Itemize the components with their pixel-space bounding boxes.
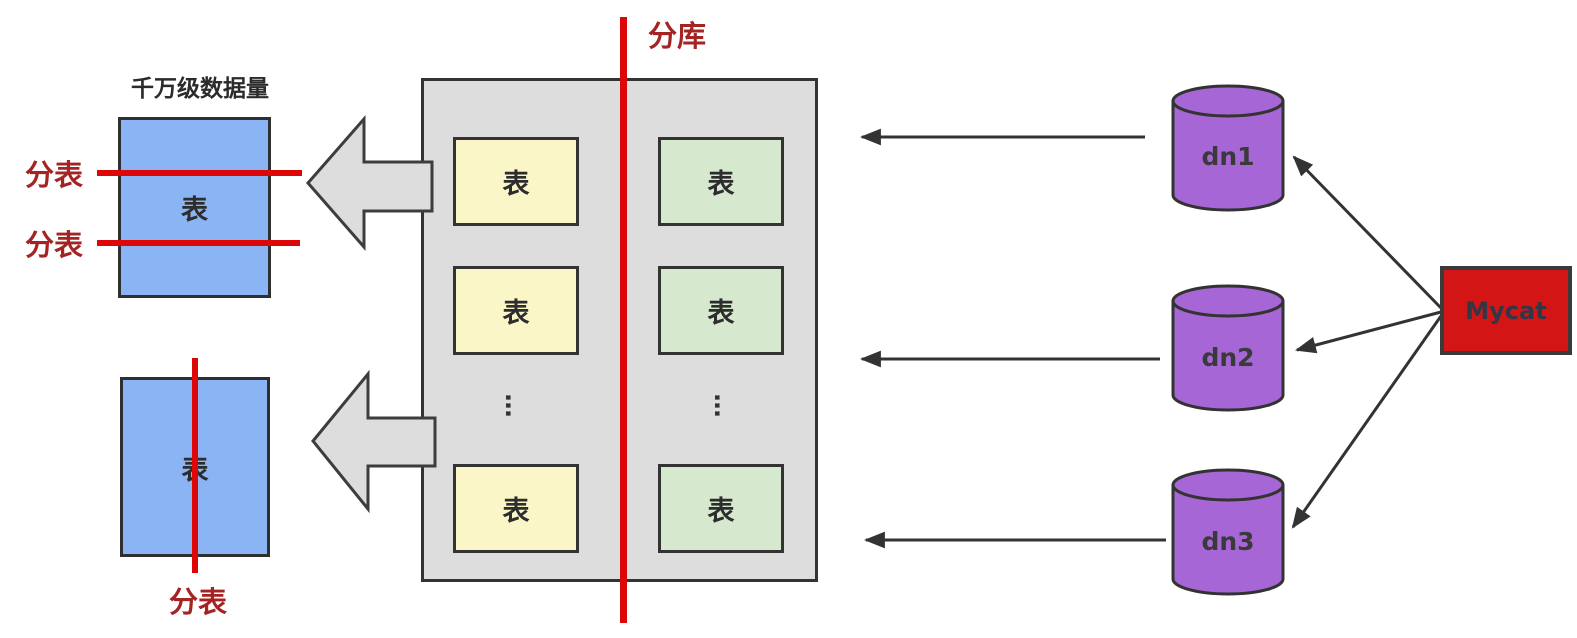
- ellipsis-left: …: [500, 393, 528, 421]
- split-table-label-2: 分表: [24, 228, 83, 262]
- arrow-mycat-to-dn3-icon: [1291, 315, 1443, 529]
- split-db-label: 分库: [647, 19, 706, 53]
- split-db-line: [620, 17, 627, 623]
- mycat-label: Mycat: [1465, 296, 1547, 325]
- table-cell-right-3: 表: [658, 464, 784, 553]
- ellipsis-right: …: [709, 393, 737, 421]
- split-table-vertical-line: [192, 358, 198, 573]
- arrow-mycat-to-dn1-icon: [1292, 155, 1443, 310]
- split-table-label-3: 分表: [168, 585, 227, 619]
- datanode-label-dn3: dn3: [1201, 526, 1255, 556]
- block-arrow-top-icon: [306, 115, 434, 251]
- arrow-mycat-to-dn2-icon: [1294, 310, 1442, 354]
- table-cell-left-3: 表: [453, 464, 579, 553]
- monolith-table-top: [118, 117, 271, 298]
- block-arrow-bottom-icon: [311, 369, 437, 514]
- data-volume-caption: 千万级数据量: [131, 76, 269, 102]
- split-table-line-2: [97, 240, 300, 246]
- split-table-label-1: 分表: [24, 158, 83, 192]
- table-cell-left-1: 表: [453, 137, 579, 226]
- datanode-label-dn1: dn1: [1201, 141, 1255, 171]
- mycat-box: Mycat: [1440, 266, 1572, 355]
- table-cell-left-2: 表: [453, 266, 579, 355]
- datanode-label-dn2: dn2: [1201, 342, 1255, 372]
- table-cell-right-2: 表: [658, 266, 784, 355]
- split-table-line-1: [97, 170, 302, 176]
- table-cell-right-1: 表: [658, 137, 784, 226]
- monolith-table-top-label: 表: [181, 195, 208, 226]
